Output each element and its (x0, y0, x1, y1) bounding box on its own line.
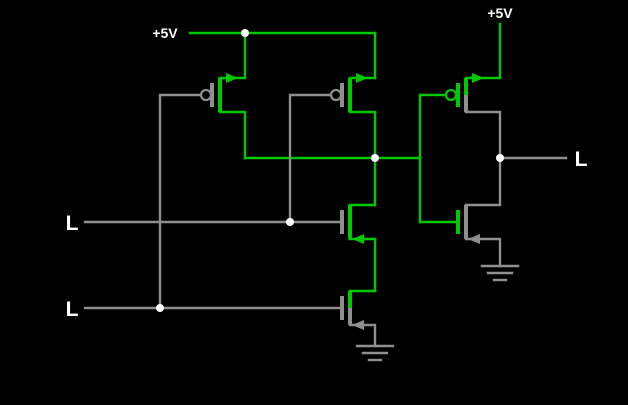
source-arrow-icon (356, 73, 368, 83)
pmos-inverter[interactable] (418, 22, 502, 160)
output-label[interactable]: L (575, 148, 588, 171)
junction-dot (496, 154, 504, 162)
source-arrow-icon (468, 234, 480, 244)
input-b-to-pmos-a-gate-wire[interactable] (158, 93, 203, 310)
drain-lead (218, 110, 247, 160)
ground-inverter[interactable] (480, 264, 520, 282)
source-arrow-icon (352, 320, 364, 330)
source-lead (348, 31, 377, 80)
pmos-gate-bubble-icon (329, 88, 343, 102)
junction-dot (371, 154, 379, 162)
input-a-to-pmos-b-gate-wire[interactable] (288, 93, 333, 224)
pmos-gate-bubble-icon (199, 88, 213, 102)
input-a-label[interactable]: L (66, 212, 79, 235)
source-lead (218, 31, 247, 80)
pmos-nand-a[interactable] (199, 31, 247, 160)
nmos-nand-b[interactable] (340, 289, 377, 348)
junction-dot (156, 304, 164, 312)
vdd-label-left[interactable]: +5V (152, 25, 178, 41)
nmos-inverter[interactable] (418, 156, 502, 268)
source-arrow-icon (226, 73, 238, 83)
junction-dot (286, 218, 294, 226)
drain-lead (464, 156, 502, 207)
junction-dot (241, 29, 249, 37)
input-b-label[interactable]: L (66, 298, 79, 321)
source-lead (464, 237, 502, 268)
ground-nand[interactable] (355, 344, 395, 362)
source-lead (464, 22, 502, 80)
vdd-label-right[interactable]: +5V (487, 5, 513, 21)
source-arrow-icon (472, 73, 484, 83)
pmos-nand-b[interactable] (329, 31, 377, 160)
drain-lead (348, 110, 377, 160)
drain-lead (464, 110, 502, 160)
drain-lead (348, 156, 377, 207)
nmos-nand-a[interactable] (340, 156, 377, 244)
source-arrow-icon (352, 234, 364, 244)
pmos-gate-bubble-icon (444, 88, 458, 102)
